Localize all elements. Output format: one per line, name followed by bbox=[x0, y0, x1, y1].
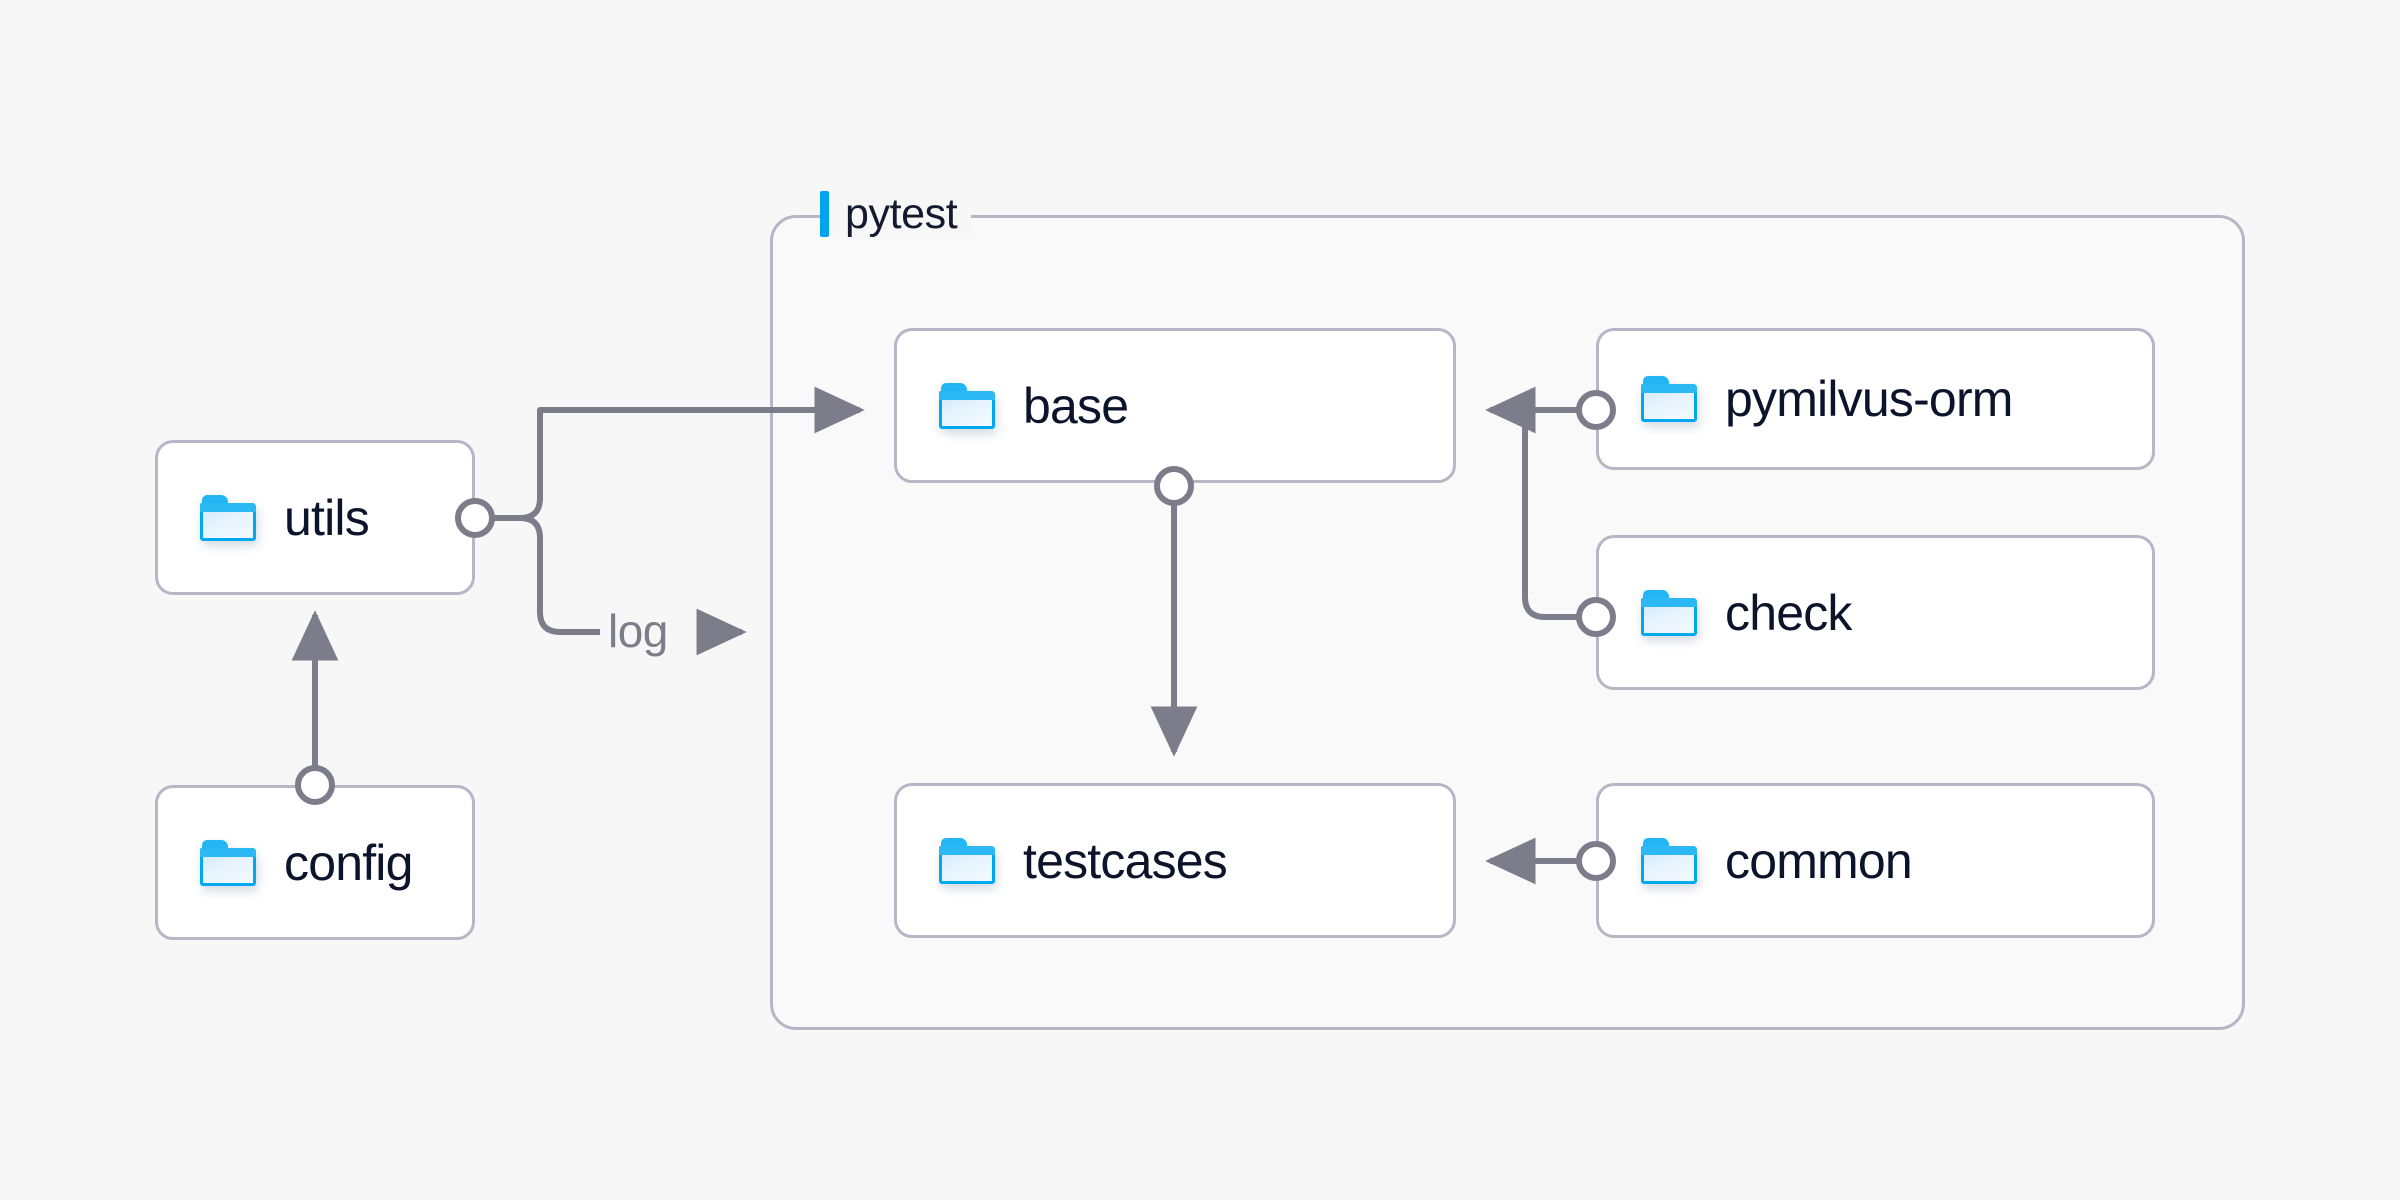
pytest-group-label: pytest bbox=[820, 189, 972, 238]
group-label-text: pytest bbox=[845, 189, 958, 238]
node-label: config bbox=[284, 834, 413, 891]
node-utils[interactable]: utils bbox=[155, 440, 475, 595]
node-label: check bbox=[1725, 584, 1852, 641]
edge-label-log: log bbox=[608, 605, 668, 657]
node-pymilvus-orm[interactable]: pymilvus-orm bbox=[1596, 328, 2155, 470]
folder-icon bbox=[1641, 376, 1697, 422]
folder-icon bbox=[200, 494, 256, 541]
folder-icon bbox=[939, 837, 995, 884]
node-common[interactable]: common bbox=[1596, 783, 2155, 938]
node-testcases[interactable]: testcases bbox=[894, 783, 1456, 938]
node-label: base bbox=[1023, 377, 1129, 434]
node-label: testcases bbox=[1023, 832, 1228, 889]
node-label: common bbox=[1725, 832, 1913, 889]
node-base[interactable]: base bbox=[894, 328, 1456, 483]
node-label: pymilvus-orm bbox=[1725, 371, 2013, 427]
accent-bar-icon bbox=[820, 191, 829, 237]
folder-icon bbox=[939, 382, 995, 429]
node-label: utils bbox=[284, 489, 370, 546]
folder-icon bbox=[200, 839, 256, 886]
edge-utils-to-log-a bbox=[492, 515, 600, 635]
node-config[interactable]: config bbox=[155, 785, 475, 940]
folder-icon bbox=[1641, 589, 1697, 636]
folder-icon bbox=[1641, 837, 1697, 884]
node-check[interactable]: check bbox=[1596, 535, 2155, 690]
